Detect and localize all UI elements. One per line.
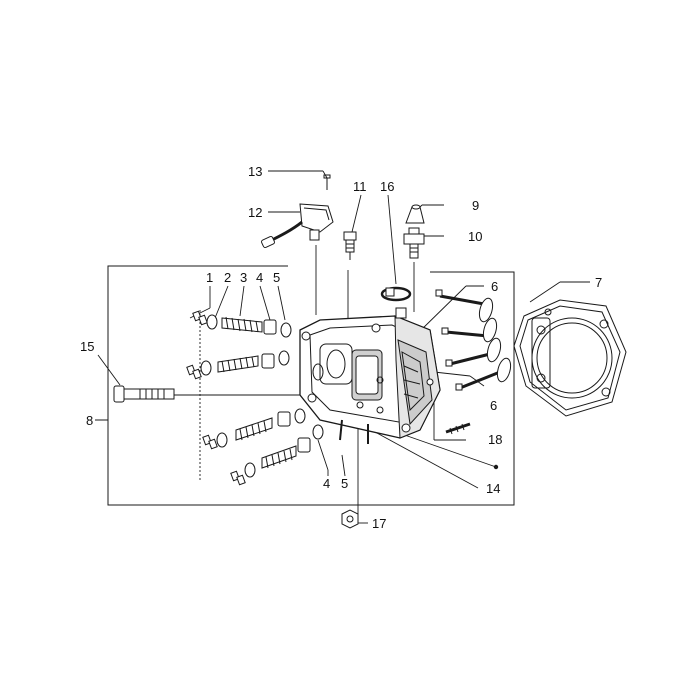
spring-set-row-4 bbox=[230, 424, 324, 486]
nut-part-17 bbox=[341, 509, 359, 529]
spring-set-row-1 bbox=[192, 310, 292, 338]
callout-17: 17 bbox=[372, 516, 386, 531]
callout-12: 12 bbox=[248, 205, 262, 220]
screw-part-13 bbox=[323, 174, 331, 190]
leader-lines bbox=[97, 170, 590, 524]
callout-13: 13 bbox=[248, 164, 262, 179]
cap-part-9 bbox=[405, 204, 425, 224]
callout-8: 8 bbox=[86, 413, 93, 428]
callout-4-top: 4 bbox=[256, 270, 263, 285]
callout-6-bottom: 6 bbox=[490, 398, 497, 413]
bolt-part-15 bbox=[113, 385, 175, 403]
spring-set-row-2 bbox=[186, 350, 290, 380]
valve-spring-set bbox=[186, 310, 324, 486]
callout-labels: 13 12 11 16 9 10 7 6 6 1 2 3 4 5 15 8 18… bbox=[80, 164, 602, 531]
callout-6-top: 6 bbox=[491, 279, 498, 294]
sensor-part-12 bbox=[261, 203, 334, 249]
callout-1: 1 bbox=[206, 270, 213, 285]
callout-16: 16 bbox=[380, 179, 394, 194]
callout-11: 11 bbox=[353, 179, 367, 194]
gasket-part-7 bbox=[513, 299, 627, 417]
sensor-part-10 bbox=[403, 227, 425, 259]
valves-part-6 bbox=[435, 289, 512, 391]
reference-dot bbox=[493, 464, 499, 470]
callout-5-bottom: 5 bbox=[341, 476, 348, 491]
callout-9: 9 bbox=[472, 198, 479, 213]
cylinder-head-part-14 bbox=[299, 307, 441, 444]
callout-18: 18 bbox=[488, 432, 502, 447]
callout-3: 3 bbox=[240, 270, 247, 285]
spring-set-row-3 bbox=[202, 408, 306, 450]
callout-15: 15 bbox=[80, 339, 94, 354]
stud-part-18 bbox=[445, 422, 471, 435]
callout-14: 14 bbox=[486, 481, 500, 496]
hose-clamp-part-16 bbox=[380, 286, 412, 302]
assembly-bracket bbox=[95, 265, 515, 506]
callout-7: 7 bbox=[595, 275, 602, 290]
spark-plug-part-11 bbox=[343, 231, 357, 260]
callout-2: 2 bbox=[224, 270, 231, 285]
callout-5-top: 5 bbox=[273, 270, 280, 285]
callout-10: 10 bbox=[468, 229, 482, 244]
callout-4-bottom: 4 bbox=[323, 476, 330, 491]
